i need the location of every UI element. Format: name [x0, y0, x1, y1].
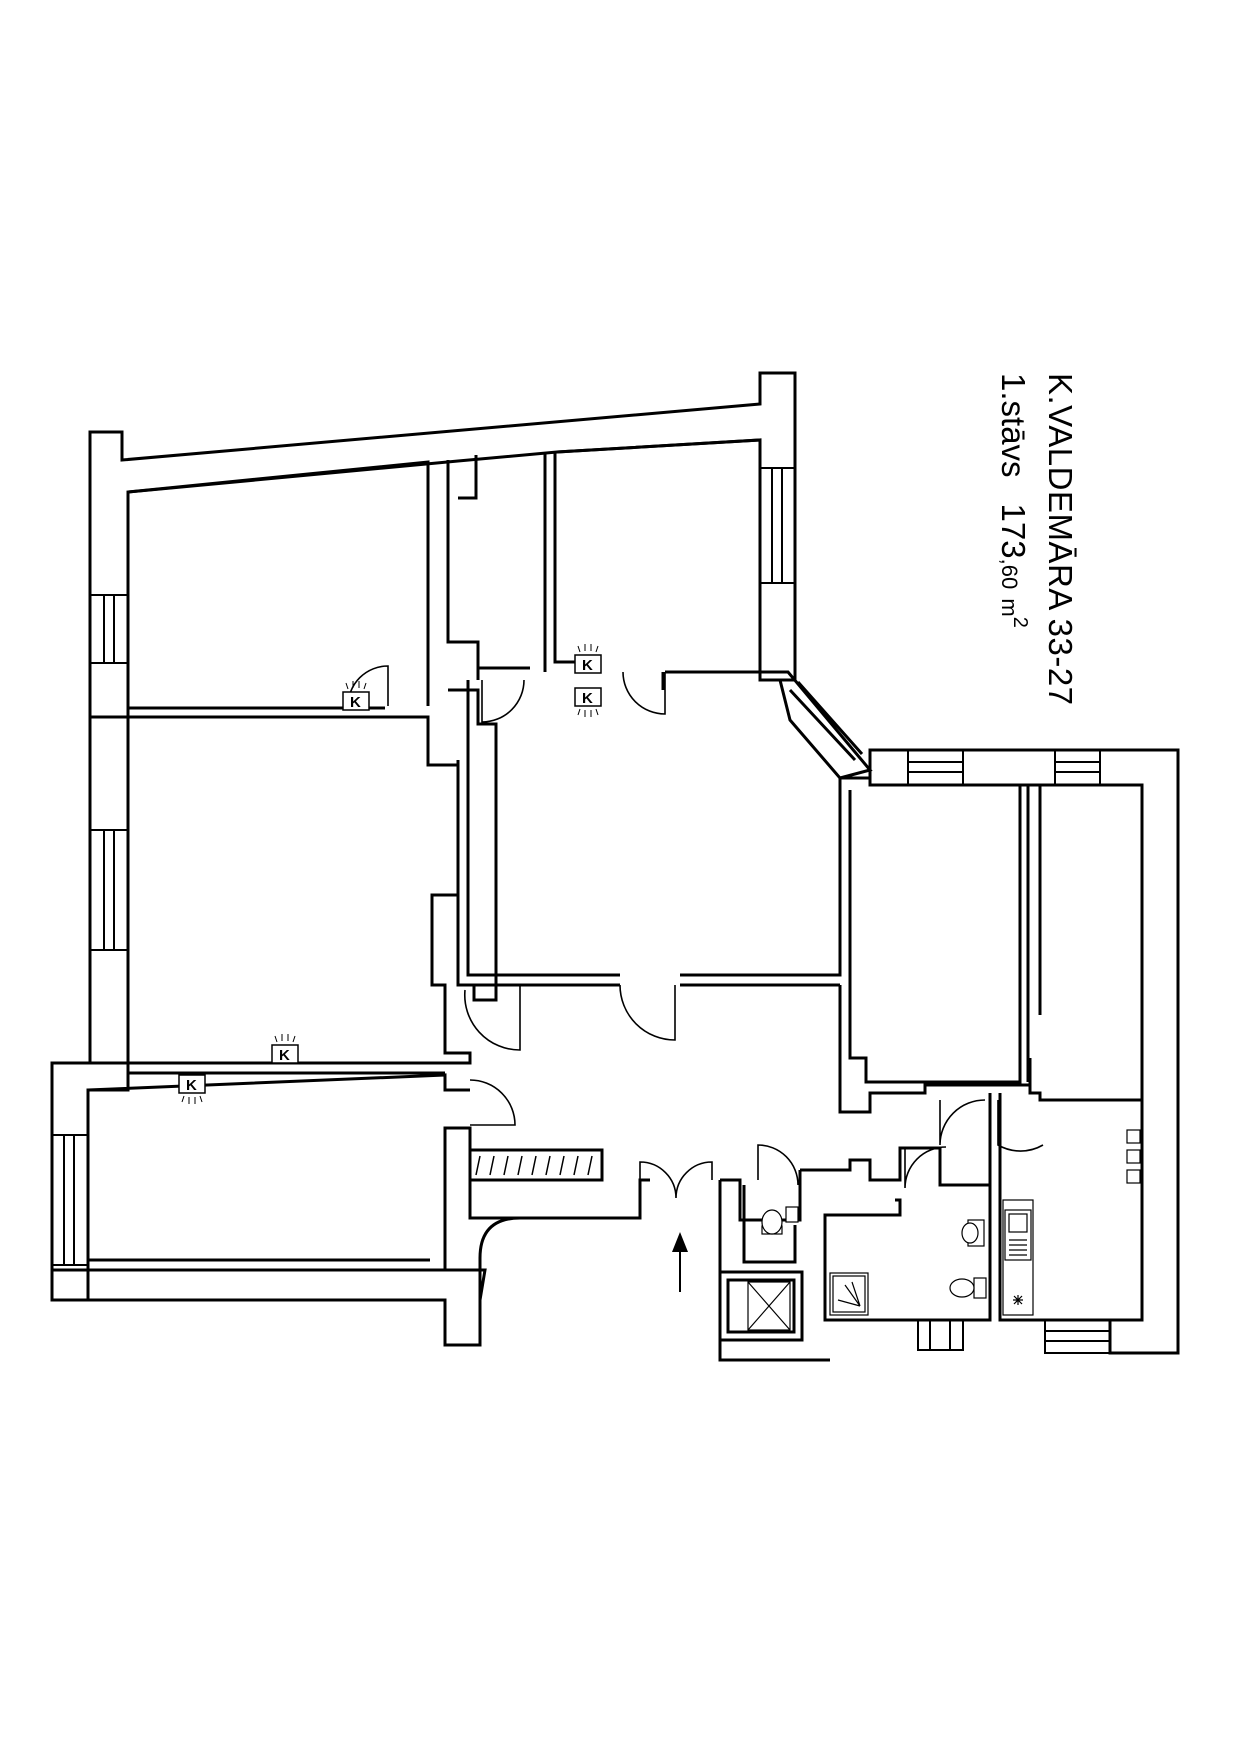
fireplace-icon: K [342, 681, 370, 711]
sink-icon [961, 1219, 985, 1247]
entrance-arrow-icon [672, 1232, 688, 1292]
room-2-south-wall [128, 1061, 445, 1075]
kitchen-walls [988, 1093, 1144, 1322]
svg-text:K: K [582, 657, 593, 674]
title-block: K.VALDEMĀRA 33-27 1.stāvs 173,60 m2 [989, 373, 1080, 1073]
door-room-3[interactable] [469, 1079, 516, 1126]
window-north-east [759, 467, 796, 584]
sink-icon [785, 1206, 799, 1223]
room-1-walls [127, 460, 430, 706]
stove-icon [1013, 1295, 1023, 1305]
fireplace-icon: K [574, 687, 602, 717]
door-entrance[interactable] [639, 1161, 713, 1199]
shower-icon [829, 1272, 869, 1316]
door-north-east-room[interactable] [622, 671, 666, 715]
window-west-3 [51, 1134, 89, 1266]
bathroom-walls [800, 1146, 992, 1322]
window-south-kitchen [1044, 1319, 1111, 1354]
toilet-icon [761, 1209, 783, 1235]
area-unit-sup: 2 [1009, 616, 1031, 628]
area-decimal: ,60 [997, 558, 1022, 590]
fireplace-group: K K K K K [178, 644, 602, 1104]
diagonal-bay-window [760, 670, 873, 780]
room-3-south [88, 1216, 521, 1300]
ventilation-shaft-icon [747, 1281, 791, 1331]
area-main: 173 [995, 503, 1032, 559]
fireplace-icon: K [271, 1034, 299, 1064]
svg-text:K: K [186, 1077, 197, 1094]
shaft-walls [718, 1270, 804, 1342]
door-central-room-south[interactable] [619, 984, 676, 1041]
closet-walls [446, 452, 598, 680]
ventilation-ducts [1126, 1129, 1141, 1184]
wc-walls [720, 1170, 802, 1264]
toilet-icon [949, 1277, 987, 1299]
north-wall [88, 371, 797, 719]
svg-text:K: K [279, 1047, 290, 1064]
window-east-2 [1054, 749, 1101, 786]
central-room-walls [446, 688, 498, 1002]
east-room-walls [838, 750, 1142, 1114]
door-east-room[interactable] [939, 1099, 986, 1146]
door-central-room-west[interactable] [463, 985, 521, 1051]
wardrobe [469, 1149, 603, 1181]
window-west-1 [89, 594, 129, 664]
west-wall-upper [88, 715, 130, 1070]
door-wc[interactable] [757, 1144, 799, 1186]
door-kitchen[interactable] [997, 1100, 1044, 1152]
room-3-walls [87, 1073, 650, 1272]
room-north-east-walls [556, 438, 762, 690]
floor-area-label: 1.stāvs 173,60 m2 [989, 373, 1040, 1073]
central-room-east [456, 679, 842, 985]
room-2-walls [128, 715, 472, 1065]
south-wall-west-wing [52, 1268, 487, 1347]
kitchen-sink-icon [1004, 1209, 1032, 1261]
door-bathroom[interactable] [904, 1146, 947, 1189]
floor-label: 1.stāvs [995, 373, 1032, 478]
svg-text:K: K [350, 694, 361, 711]
area-unit: m [997, 598, 1022, 617]
window-west-2 [89, 829, 129, 951]
address-label: K.VALDEMĀRA 33-27 [1042, 373, 1079, 706]
east-room-partition [1026, 785, 1042, 1085]
fireplace-icon: K [574, 644, 602, 674]
fireplace-icon: K [178, 1074, 206, 1104]
kitchen-counter [1002, 1199, 1034, 1316]
window-south-bath [917, 1319, 964, 1351]
door-closet[interactable] [481, 679, 525, 723]
window-east-1 [907, 749, 964, 786]
svg-text:K: K [582, 690, 593, 707]
